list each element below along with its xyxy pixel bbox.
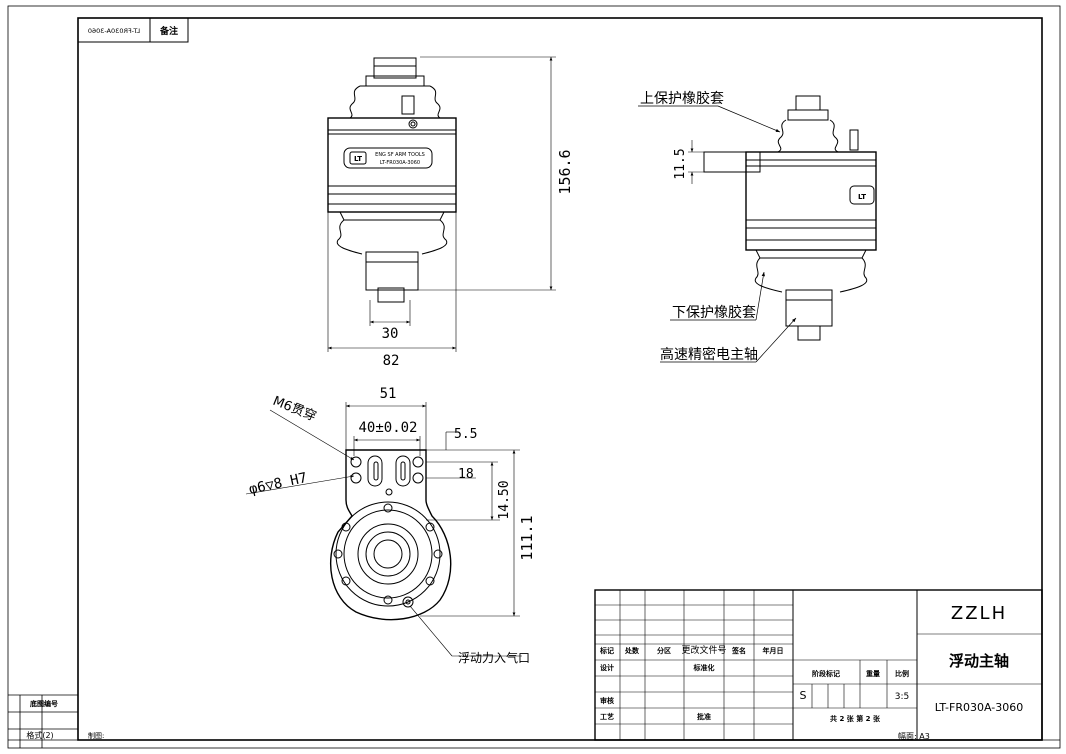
- dim-14-50: 14.50: [497, 480, 512, 519]
- plate-text-line1: ENG SF ARM TOOLS: [375, 152, 425, 158]
- label-air-inlet: 浮动力入气口: [458, 650, 530, 665]
- label-spindle: 高速精密电主轴: [660, 346, 758, 363]
- header-cell-zone: 分区: [657, 646, 671, 655]
- drawing-frame: [7, 5, 1061, 749]
- dim-flange-11-5: 11.5: [673, 148, 688, 179]
- dim-width-30: 30: [382, 326, 399, 342]
- label-m6-through: M6贯穿: [271, 393, 319, 425]
- archive-code-mirrored: LT-FR030A-3060: [88, 27, 140, 35]
- archive-label: 备注: [159, 25, 178, 37]
- header-cell-date: 年月日: [763, 646, 784, 655]
- header-cell-count: 处数: [624, 646, 640, 655]
- header-cell-sign: 签名: [731, 646, 746, 655]
- side-plate-logo: LT: [858, 193, 866, 201]
- header-cell-change-doc: 更改文件号: [681, 644, 726, 656]
- dim-height-156-6: 156.6: [556, 149, 574, 194]
- dim-5-5: 5.5: [454, 427, 477, 442]
- row-process: 工艺: [600, 712, 614, 721]
- row-approve: 批准: [697, 712, 711, 721]
- drawn-by-label: 制图:: [88, 731, 104, 740]
- format-label: 格式(2): [26, 730, 53, 740]
- label-hole-phi6: φ6▽8 H7: [248, 470, 309, 498]
- dim-18: 18: [458, 467, 474, 482]
- drawing-number: LT-FR030A-3060: [935, 701, 1024, 714]
- title-block-text: 标记 处数 分区 更改文件号 签名 年月日 设计 标准化 审核 工艺 批准 阶段…: [599, 644, 909, 723]
- company-name: ZZLH: [951, 603, 1007, 624]
- title-block: [594, 589, 1043, 741]
- bottom-view: [245, 402, 522, 657]
- label-lower-boot: 下保护橡胶套: [672, 304, 756, 321]
- archive-code-box: LT-FR030A-3060 备注: [77, 17, 189, 43]
- dim-111-1: 111.1: [518, 515, 536, 560]
- label-upper-boot: 上保护橡胶套: [640, 90, 724, 107]
- plate-text-line2: LT-FR030A-3060: [380, 160, 420, 166]
- scale-label: 比例: [895, 669, 909, 678]
- weight-label: 重量: [866, 669, 880, 678]
- header-cell-mark: 标记: [599, 646, 614, 655]
- dim-width-82: 82: [383, 353, 400, 369]
- row-standard: 标准化: [693, 663, 715, 672]
- stage-label: 阶段标记: [812, 669, 840, 678]
- part-name: 浮动主轴: [949, 652, 1009, 670]
- side-view: [638, 95, 877, 363]
- dim-width-51: 51: [380, 386, 397, 402]
- stage-value: S: [800, 689, 807, 702]
- sheet-count: 共 2 张 第 2 张: [830, 714, 881, 723]
- bottom-left-label: 底图编号: [30, 699, 58, 708]
- dim-slot-40: 40±0.02: [358, 420, 417, 436]
- row-design: 设计: [600, 663, 614, 672]
- sheet-size-label: 幅面: A3: [898, 731, 930, 741]
- plate-logo: LT: [354, 155, 362, 163]
- row-review: 审核: [600, 696, 614, 705]
- scale-value: 3:5: [895, 692, 909, 702]
- front-view: [327, 56, 556, 352]
